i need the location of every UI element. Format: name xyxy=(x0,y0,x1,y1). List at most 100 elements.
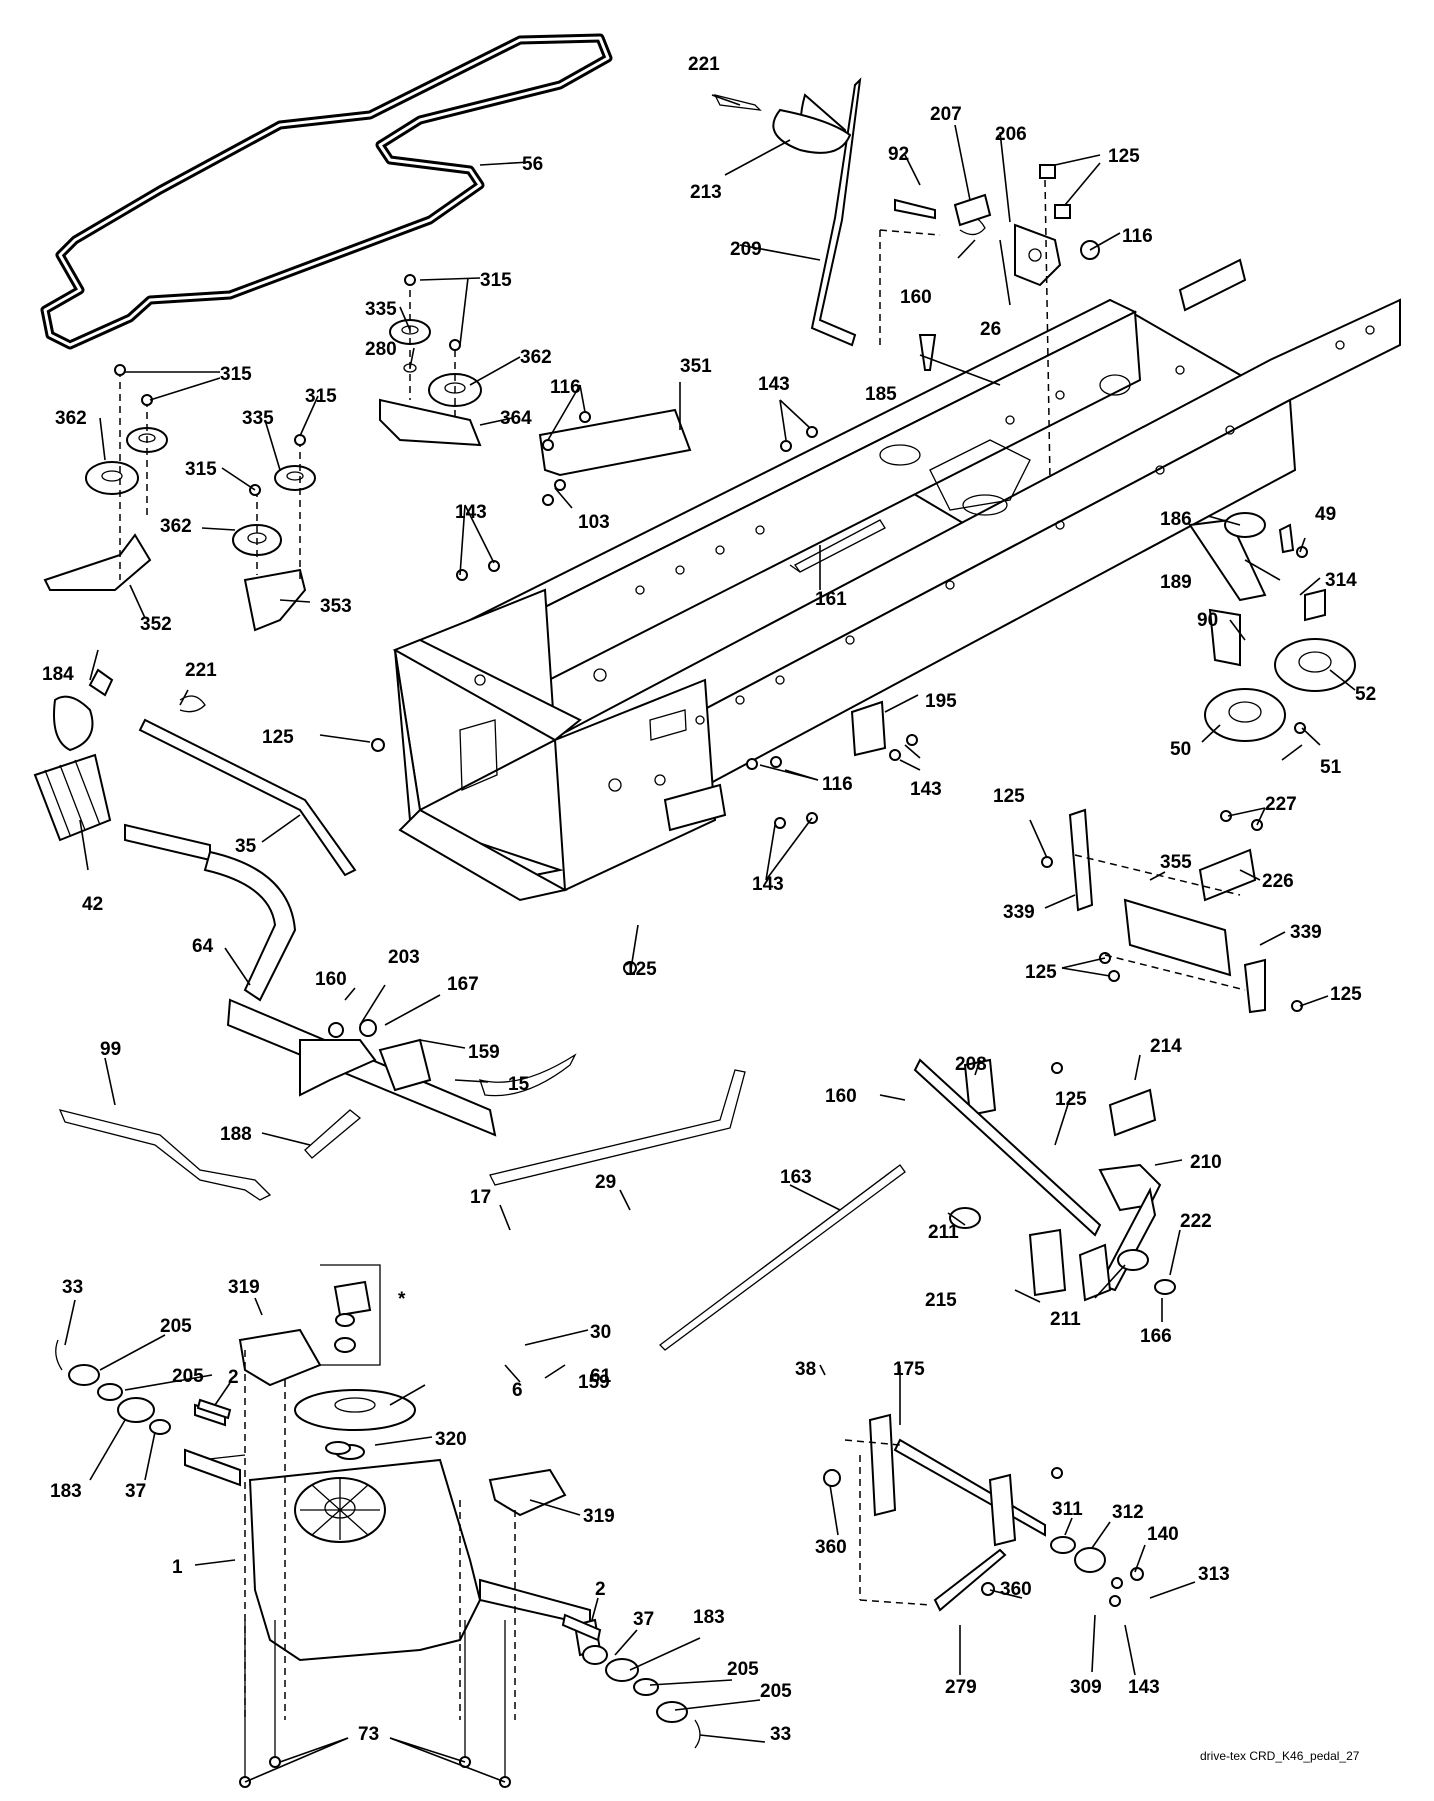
part-label: 17 xyxy=(470,1187,491,1208)
part-label: 209 xyxy=(730,239,762,260)
lift-lever-part xyxy=(713,77,862,347)
rear-bracket-parts xyxy=(1068,808,1266,1014)
part-label: * xyxy=(398,1289,406,1310)
part-label: 279 xyxy=(945,1677,977,1698)
part-label: 183 xyxy=(693,1607,725,1628)
part-label: 175 xyxy=(893,1359,925,1380)
part-label: 143 xyxy=(910,779,942,800)
part-label: 185 xyxy=(865,384,897,405)
part-label: 37 xyxy=(633,1609,654,1630)
part-label: 140 xyxy=(1147,1524,1179,1545)
part-label: 309 xyxy=(1070,1677,1102,1698)
pedal-linkage-parts xyxy=(58,1019,432,1201)
part-label: 221 xyxy=(688,54,720,75)
part-label: 166 xyxy=(1140,1326,1172,1347)
part-label: 339 xyxy=(1290,922,1322,943)
part-label: 205 xyxy=(172,1366,204,1387)
part-label: 203 xyxy=(388,947,420,968)
part-label: 125 xyxy=(1055,1089,1087,1110)
part-label: 320 xyxy=(435,1429,467,1450)
part-label: 37 xyxy=(125,1481,146,1502)
part-label: 56 xyxy=(522,154,543,175)
part-label: 314 xyxy=(1325,570,1357,591)
part-label: 319 xyxy=(228,1277,260,1298)
mid-parts xyxy=(789,519,887,757)
part-label: 313 xyxy=(1198,1564,1230,1585)
part-label: 49 xyxy=(1315,504,1336,525)
part-label: 161 xyxy=(815,589,847,610)
part-label: 315 xyxy=(185,459,217,480)
part-label: 15 xyxy=(508,1074,530,1095)
part-label: 335 xyxy=(365,299,397,320)
part-label: 143 xyxy=(758,374,790,395)
part-label: 221 xyxy=(185,660,217,681)
cross-shaft-part xyxy=(844,1413,1106,1612)
part-label: 184 xyxy=(42,664,74,685)
part-label: 186 xyxy=(1160,509,1192,530)
part-label: 280 xyxy=(365,339,397,360)
drive-belt-part xyxy=(40,33,613,350)
part-label: 159 xyxy=(578,1372,610,1393)
part-label: 364 xyxy=(500,408,532,429)
part-label: 160 xyxy=(825,1086,857,1107)
part-label: 205 xyxy=(727,1659,759,1680)
part-label: 222 xyxy=(1180,1211,1212,1232)
part-label: 160 xyxy=(900,287,932,308)
part-label: 335 xyxy=(242,408,274,429)
part-label: 116 xyxy=(822,774,853,795)
part-label: 360 xyxy=(815,1537,847,1558)
part-label: 42 xyxy=(82,894,103,915)
part-label: 143 xyxy=(455,502,487,523)
part-label: 90 xyxy=(1197,610,1218,631)
part-label: 125 xyxy=(1108,146,1140,167)
part-label: 29 xyxy=(595,1172,616,1193)
part-label: 227 xyxy=(1265,794,1297,815)
part-label: 92 xyxy=(888,144,909,165)
part-label: 315 xyxy=(220,364,252,385)
part-label: 206 xyxy=(995,124,1027,145)
part-label: 73 xyxy=(358,1724,379,1745)
part-label: 195 xyxy=(925,691,957,712)
part-label: 143 xyxy=(752,874,784,895)
part-label: 38 xyxy=(795,1359,816,1380)
part-label: 312 xyxy=(1112,1502,1144,1523)
part-label: 311 xyxy=(1052,1499,1083,1520)
part-label: 64 xyxy=(192,936,214,957)
part-label: 6 xyxy=(512,1380,523,1401)
part-label: 167 xyxy=(447,974,479,995)
shift-lever-parts xyxy=(33,668,497,1137)
part-label: 2 xyxy=(228,1367,239,1388)
part-label: 51 xyxy=(1320,757,1342,778)
part-label: 352 xyxy=(140,614,172,635)
part-label: 362 xyxy=(55,408,87,429)
part-label: 1 xyxy=(172,1557,183,1578)
part-label: 33 xyxy=(770,1724,791,1745)
diagram-credit: drive-tex CRD_K46_pedal_27 xyxy=(1200,1749,1360,1763)
part-label: 355 xyxy=(1160,852,1192,873)
part-label: 315 xyxy=(480,270,512,291)
part-label: 362 xyxy=(160,516,192,537)
part-label: 160 xyxy=(315,969,347,990)
part-label: 226 xyxy=(1262,871,1294,892)
part-label: 30 xyxy=(590,1322,611,1343)
part-label: 215 xyxy=(925,1290,957,1311)
part-label: 188 xyxy=(220,1124,252,1145)
part-label: 125 xyxy=(1330,984,1362,1005)
part-label: 214 xyxy=(1150,1036,1182,1057)
part-label: 183 xyxy=(50,1481,82,1502)
part-label: 61 xyxy=(590,1366,612,1387)
fastener-parts xyxy=(114,274,1308,1607)
part-label: 353 xyxy=(320,596,352,617)
part-label: 159 xyxy=(468,1042,500,1063)
part-label: 50 xyxy=(1170,739,1191,760)
part-label: 315 xyxy=(305,386,337,407)
part-label: 125 xyxy=(262,727,294,748)
part-label: 125 xyxy=(625,959,657,980)
leader-lines xyxy=(64,94,1356,1783)
part-label: 189 xyxy=(1160,572,1192,593)
part-label: 205 xyxy=(760,1681,792,1702)
transaxle-bolts-parts xyxy=(239,1441,511,1788)
part-label: 362 xyxy=(520,347,552,368)
part-label: 33 xyxy=(62,1277,83,1298)
